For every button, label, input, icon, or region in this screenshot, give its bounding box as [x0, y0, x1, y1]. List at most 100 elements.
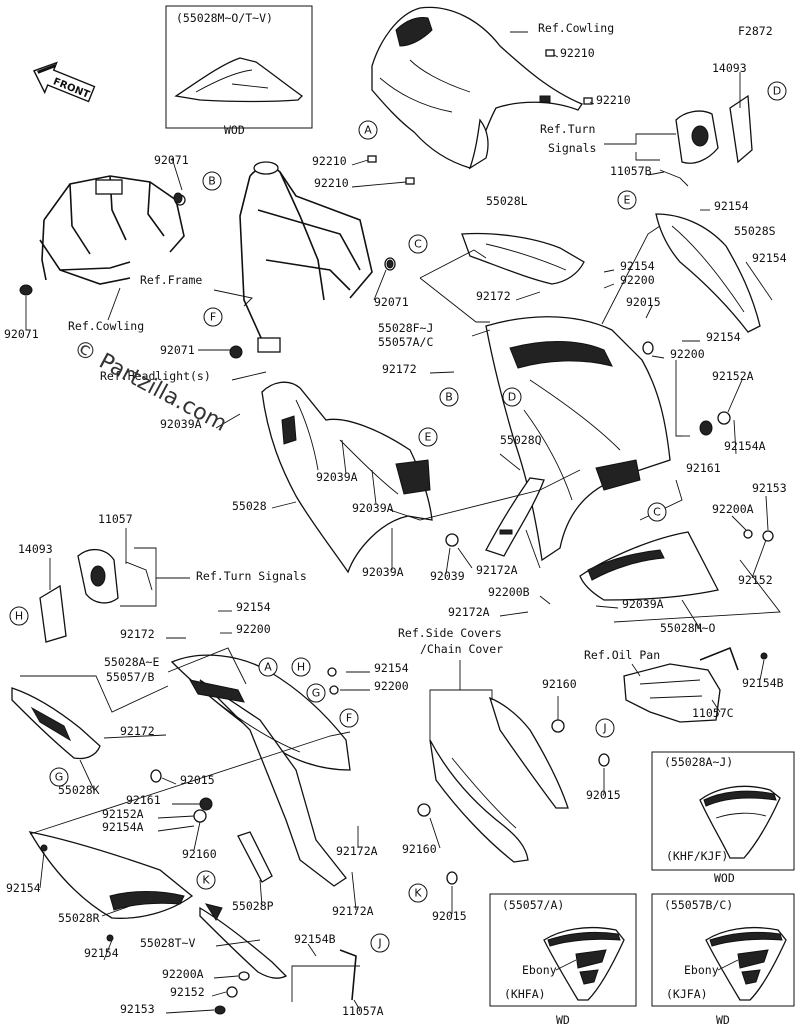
callout-letter: C [414, 238, 422, 251]
part-label: 92160 [542, 677, 577, 691]
part-label: 92071 [4, 327, 39, 341]
callout-letter: B [208, 175, 216, 188]
callout-letter: G [312, 687, 321, 700]
part-label: 92154 [374, 661, 409, 675]
panel-55028k [11, 687, 101, 760]
part-label: Ref.Side Covers [398, 626, 502, 640]
part-label: 92154 [706, 330, 741, 344]
panel-55028t-v [199, 903, 288, 979]
panel-55028r [28, 831, 194, 919]
callout-circle [418, 427, 438, 447]
callout-h: H [9, 606, 29, 626]
callout-f: F [203, 307, 223, 327]
part-label: 11057C [692, 706, 734, 720]
part-label: 92172 [120, 627, 155, 641]
part-label: 92015 [432, 909, 467, 923]
part-label: 92161 [686, 461, 721, 475]
part-label: 92071 [160, 343, 195, 357]
part-label: 92172 [120, 724, 155, 738]
part-label: 55028K [58, 783, 100, 797]
part-label: 92200A [162, 967, 204, 981]
inset-cowl-55057-a [543, 927, 625, 1001]
part-label: 55057/B [106, 670, 155, 684]
hardware [40, 49, 774, 1015]
callout-circle [9, 606, 29, 626]
part-label: 92039A [622, 597, 664, 611]
part-labels: (55028M~O/T~V)WODRef.Cowling922109221092… [4, 11, 787, 1027]
inset-box-55057-a [489, 893, 637, 1007]
callout-letter: G [55, 771, 64, 784]
callout-a: A [358, 120, 378, 140]
upper-cowling-ref [371, 6, 583, 170]
callout-letter: A [264, 661, 272, 674]
figure-id: F2872 [738, 24, 773, 38]
part-label: 14093 [18, 542, 53, 556]
part-label: 92039 [430, 569, 465, 583]
cowl-55028a-e [170, 654, 351, 887]
turn-signal-top-right [659, 94, 753, 187]
part-label: 92152 [738, 573, 773, 587]
part-label: 92200 [236, 622, 271, 636]
callout-c: C [647, 502, 667, 522]
part-label: 55028S [734, 224, 776, 238]
callout-letter: D [773, 85, 781, 98]
part-label: 55028L [486, 194, 528, 208]
leader-lines [20, 31, 781, 1014]
part-label: 92154 [752, 251, 787, 265]
part-label: 92154 [84, 946, 119, 960]
part-label: 55028Q [500, 433, 542, 447]
part-label: 92172A [476, 563, 518, 577]
callout-d: D [767, 81, 787, 101]
part-label: 92154B [742, 676, 784, 690]
part-label: 92015 [180, 773, 215, 787]
part-label: (55057B/C) [664, 898, 733, 912]
callout-circle [767, 81, 787, 101]
watermark: © Partzilla.com [69, 335, 231, 437]
part-label: 92152 [170, 985, 205, 999]
callout-a: A [258, 657, 278, 677]
trim-55028q [485, 477, 545, 557]
inset-cowl-part [174, 57, 304, 103]
part-label: 92210 [560, 46, 595, 60]
callout-letter: H [15, 610, 23, 623]
part-label: 92160 [402, 842, 437, 856]
callout-f: F [339, 708, 359, 728]
part-label: 55028 [232, 499, 267, 513]
inset-box-wod-top [165, 5, 313, 129]
part-label: 55028R [58, 911, 100, 925]
callout-j: J [595, 718, 615, 738]
callout-circle [370, 933, 390, 953]
part-label: (KHF/KJF) [666, 849, 728, 863]
part-label: 92154A [102, 820, 144, 834]
part-label: 11057 [98, 512, 133, 526]
callout-e: E [617, 190, 637, 210]
callout-j: J [370, 933, 390, 953]
part-label: Ref.Cowling [68, 319, 144, 333]
part-label: 92160 [182, 847, 217, 861]
part-label: 55028M~O [660, 621, 715, 635]
callout-letter: C [653, 506, 661, 519]
part-label: 92200A [712, 502, 754, 516]
frame-center [229, 161, 396, 359]
part-label: Ebony [522, 963, 557, 977]
part-label: 92210 [314, 176, 349, 190]
part-label: 92154B [294, 932, 336, 946]
callout-circle [202, 171, 222, 191]
part-label: 92039A [316, 470, 358, 484]
callout-h: H [291, 657, 311, 677]
panel-55028l [461, 232, 585, 285]
part-label: 92161 [126, 793, 161, 807]
part-label: 92154 [714, 199, 749, 213]
callout-letter: A [364, 124, 372, 137]
inset-cowl-55057b-c [705, 927, 787, 1001]
part-label: Signals [548, 141, 596, 155]
part-label: 92200B [488, 585, 530, 599]
part-label: 92039A [160, 417, 202, 431]
part-label: 92154A [724, 439, 766, 453]
part-label: 92172A [332, 904, 374, 918]
callout-g: G [306, 683, 326, 703]
bracket-55028p [237, 831, 273, 883]
callout-letter: B [445, 391, 453, 404]
